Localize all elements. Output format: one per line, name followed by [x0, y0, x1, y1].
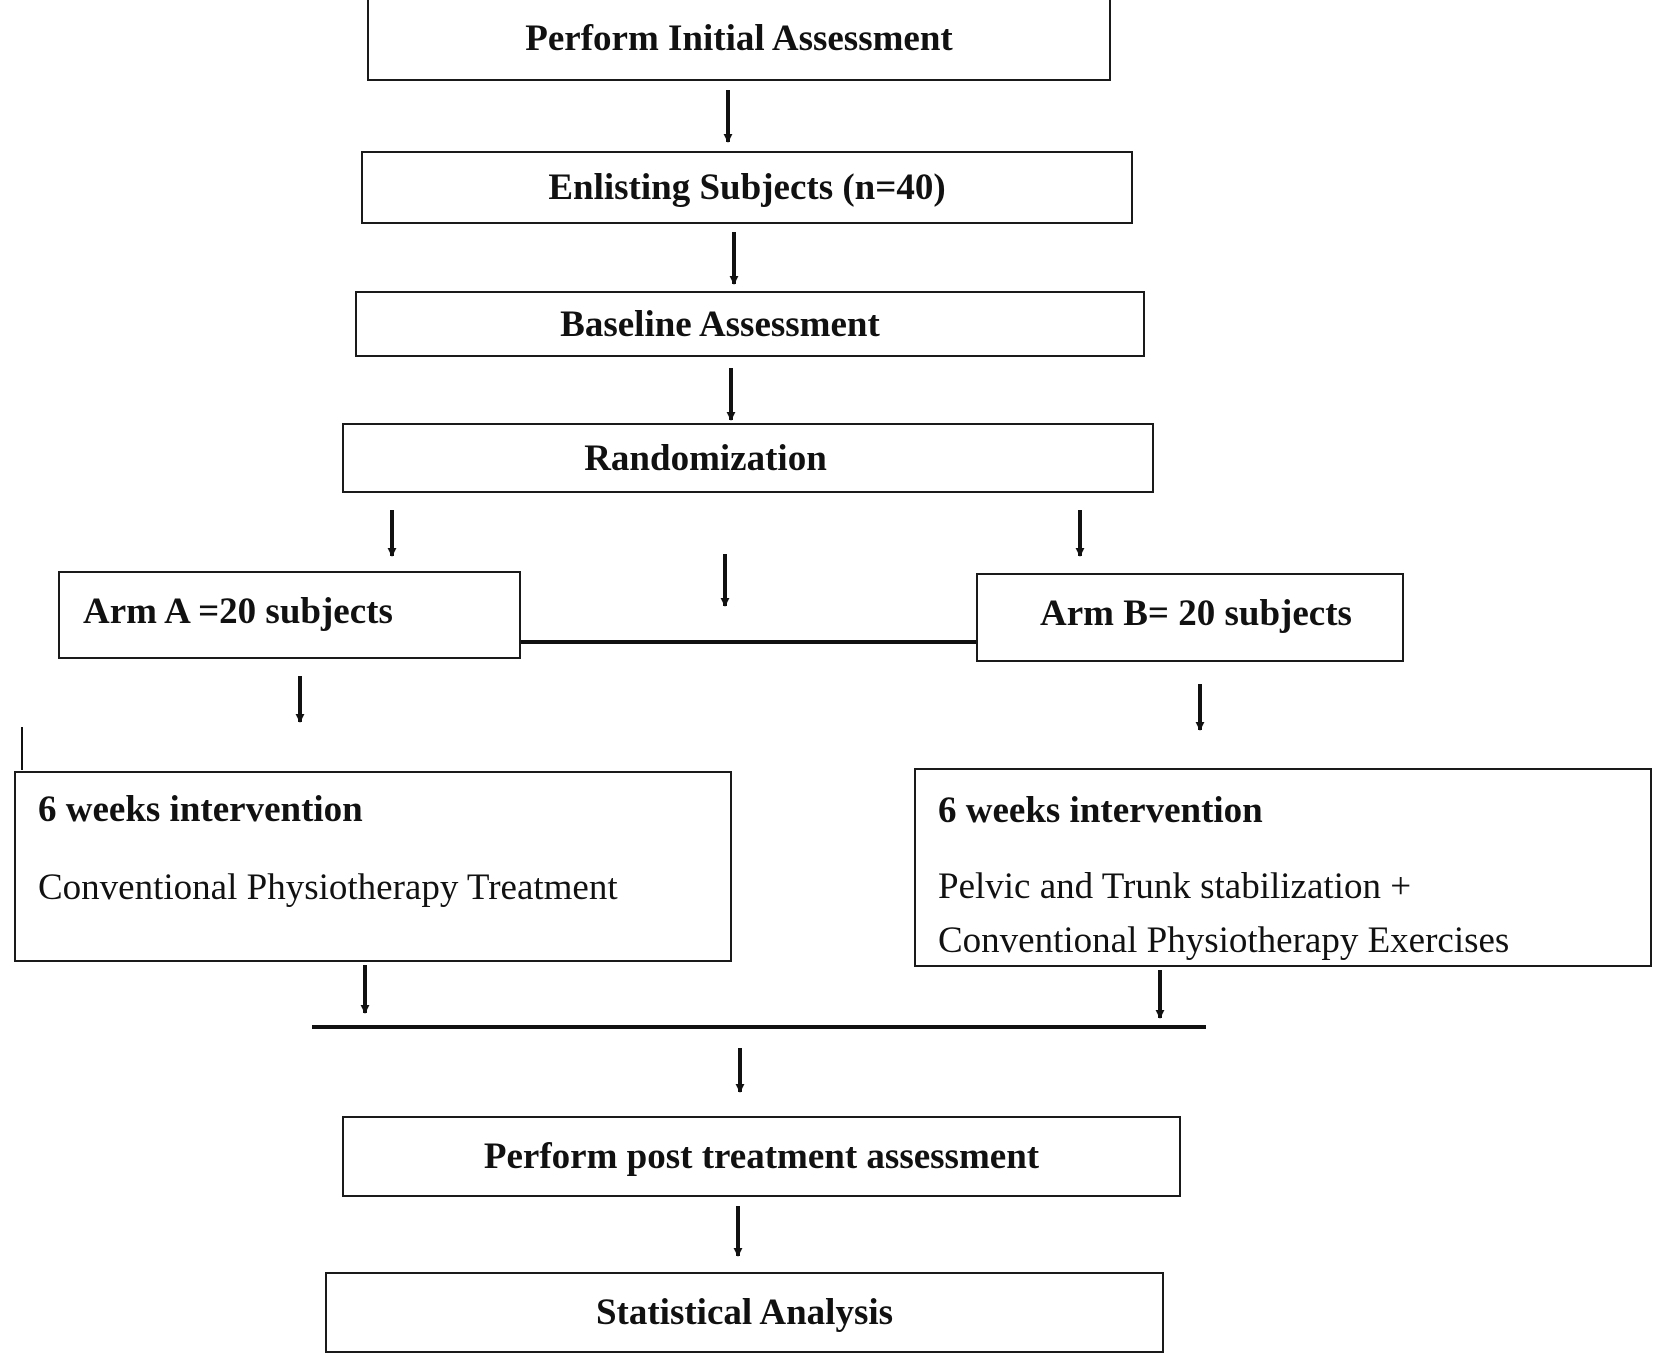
randomization-label: Randomization — [584, 437, 827, 479]
initial-assessment-label: Perform Initial Assessment — [525, 18, 953, 59]
box-enlisting-subjects: Enlisting Subjects (n=40) — [361, 151, 1133, 224]
box-intervention-b: 6 weeks intervention Pelvic and Trunk st… — [914, 768, 1652, 967]
baseline-assessment-label: Baseline Assessment — [560, 303, 880, 345]
box-randomization: Randomization — [342, 423, 1154, 493]
intervention-a-title: 6 weeks intervention — [38, 789, 363, 830]
box-initial-assessment: Perform Initial Assessment — [367, 0, 1111, 81]
box-arm-a: Arm A =20 subjects — [58, 571, 521, 659]
box-post-treatment-assessment: Perform post treatment assessment — [342, 1116, 1181, 1197]
intervention-b-line: Pelvic and Trunk stabilization + — [938, 866, 1412, 907]
arm-b-label: Arm B= 20 subjects — [1040, 593, 1352, 634]
intervention-b-text: Pelvic and Trunk stabilization + Convent… — [938, 860, 1509, 967]
box-intervention-a: 6 weeks intervention Conventional Physio… — [14, 771, 732, 962]
enlisting-subjects-label: Enlisting Subjects (n=40) — [548, 167, 946, 208]
box-arm-b: Arm B= 20 subjects — [976, 573, 1404, 662]
post-treatment-assessment-label: Perform post treatment assessment — [483, 1136, 1040, 1177]
arm-a-label: Arm A =20 subjects — [83, 591, 393, 632]
box-statistical-analysis: Statistical Analysis — [325, 1272, 1164, 1353]
intervention-b-line: Conventional Physiotherapy Exercises — [938, 919, 1510, 961]
intervention-a-text: Conventional Physiotherapy Treatment — [38, 861, 618, 915]
box-baseline-assessment: Baseline Assessment — [355, 291, 1145, 357]
intervention-a-line: Conventional Physiotherapy Treatment — [38, 867, 618, 908]
intervention-b-title: 6 weeks intervention — [938, 790, 1263, 831]
statistical-analysis-label: Statistical Analysis — [595, 1292, 894, 1333]
